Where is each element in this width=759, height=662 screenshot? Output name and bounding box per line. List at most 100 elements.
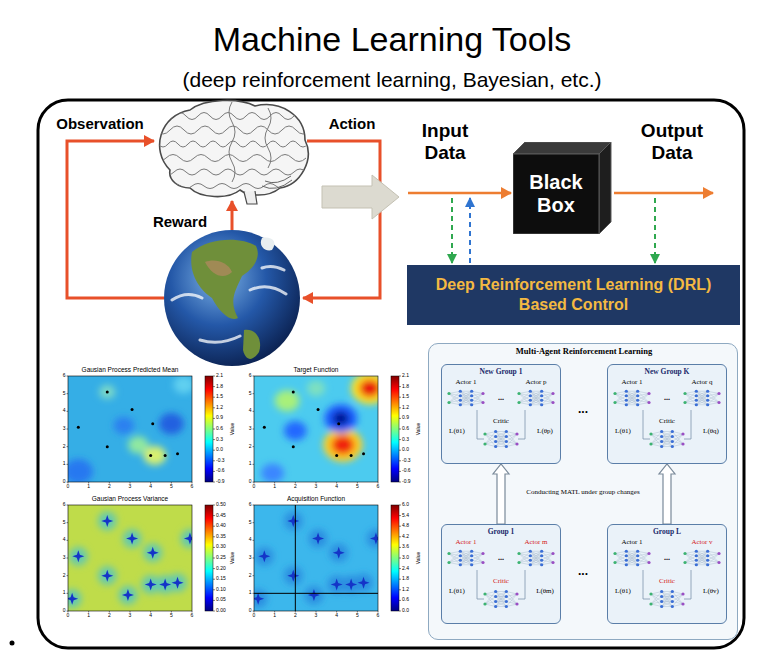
axis-tick-label: 3 — [63, 555, 66, 561]
net-neuron — [695, 394, 698, 397]
colorbar-label: Value — [416, 552, 422, 564]
axis-tick — [253, 482, 255, 483]
colorbar-tick — [213, 482, 215, 483]
net-link — [708, 403, 719, 405]
net-link — [615, 554, 626, 565]
net-link — [542, 554, 553, 565]
plot-title: Acquisition Function — [287, 495, 345, 502]
axis-tick-label: 6 — [63, 502, 66, 508]
sample-star — [172, 577, 184, 589]
net-neuron — [529, 550, 532, 553]
colorbar-tick — [213, 439, 215, 440]
axis-tick — [67, 411, 69, 412]
critic-link — [477, 570, 484, 599]
net-link — [485, 594, 496, 607]
axis-tick-label: 6 — [191, 484, 194, 490]
io-label: Input Data — [414, 120, 476, 164]
net-link — [519, 551, 530, 562]
axis-tick-label: 5 — [249, 520, 252, 526]
group-transition-arrow — [659, 464, 675, 524]
colorbar-tick-label: 0.0 — [402, 447, 409, 453]
colorbar-tick-label: 0.6 — [402, 426, 409, 432]
sample-star — [287, 570, 299, 582]
net-link — [708, 563, 719, 565]
critic-link — [643, 410, 650, 439]
axis-tick — [253, 376, 255, 377]
net-link — [472, 551, 483, 562]
agent-group: Group LActor 1...Actor vL(θ1)CriticL(θv) — [607, 524, 727, 624]
heatmap-blobs — [261, 376, 378, 482]
net-link — [530, 391, 541, 405]
colorbar-tick-label: 1.2 — [216, 405, 223, 411]
net-neuron — [671, 600, 674, 603]
axis-tick-label: 4 — [63, 408, 66, 414]
ellipsis: ... — [578, 565, 588, 579]
net-link — [685, 403, 696, 405]
colorbar-tick-label: 0.9 — [216, 416, 223, 422]
net-neuron — [717, 552, 720, 555]
net-neuron — [505, 445, 508, 448]
sample-star — [101, 570, 113, 582]
colorbar-tick — [213, 611, 215, 612]
colorbar-tick-label: 0.05 — [216, 598, 226, 604]
colorbar-tick-label: 1.2 — [402, 587, 409, 593]
axis-tick-label: 4 — [149, 484, 152, 490]
sample-dot — [106, 390, 109, 393]
net-neuron — [515, 432, 518, 435]
colorbar-tick — [213, 568, 215, 569]
colorbar-tick — [399, 397, 401, 398]
net-neuron — [459, 394, 462, 397]
net-link — [626, 404, 637, 405]
plot-border — [254, 376, 378, 482]
sample-star — [331, 579, 343, 591]
colorbar-tick-label: 0.9 — [402, 416, 409, 422]
net-neuron — [517, 401, 520, 404]
net-neuron — [681, 592, 684, 595]
axis-tick-label: 6 — [249, 373, 252, 379]
net-neuron — [529, 390, 532, 393]
net-neuron — [481, 392, 484, 395]
sample-star — [358, 577, 370, 589]
colorbar-tick — [213, 418, 215, 419]
net-link — [485, 442, 496, 445]
net-link — [460, 391, 471, 400]
net-link — [626, 551, 637, 552]
axis-tick-label: 0 — [249, 608, 252, 614]
sample-dot — [149, 454, 152, 457]
observation-line — [67, 141, 164, 298]
net-link — [651, 604, 662, 607]
axis-tick-label: 1 — [273, 484, 276, 490]
group-title: Group L — [653, 528, 681, 537]
axis-tick — [67, 558, 69, 559]
colorbar-tick-label: 5.4 — [402, 513, 409, 519]
ellipsis: ... — [664, 393, 670, 402]
net-link — [672, 604, 683, 607]
net-neuron — [695, 554, 698, 557]
net-link — [626, 560, 637, 565]
sample-dot — [292, 390, 295, 393]
net-link — [696, 551, 707, 565]
net-link — [651, 442, 662, 445]
net-link — [672, 432, 683, 445]
net-neuron — [459, 554, 462, 557]
net-link — [696, 396, 707, 405]
net-neuron — [706, 559, 709, 562]
net-neuron — [695, 403, 698, 406]
colorbar-tick-label: 0.30 — [216, 545, 226, 551]
net-neuron — [529, 554, 532, 557]
net-link — [485, 432, 496, 445]
net-neuron — [470, 394, 473, 397]
net-link — [485, 444, 496, 447]
net-neuron — [706, 563, 709, 566]
net-neuron — [636, 550, 639, 553]
panel-ground — [428, 343, 738, 640]
colorbar-tick-label: 2.1 — [402, 373, 409, 379]
net-link — [662, 432, 673, 447]
heatmap — [254, 505, 378, 611]
net-neuron — [505, 595, 508, 598]
axis-tick — [253, 393, 255, 394]
net-neuron — [505, 440, 508, 443]
net-neuron — [671, 595, 674, 598]
group-title: New Group K — [645, 368, 690, 377]
colorbar-tick — [399, 515, 401, 516]
